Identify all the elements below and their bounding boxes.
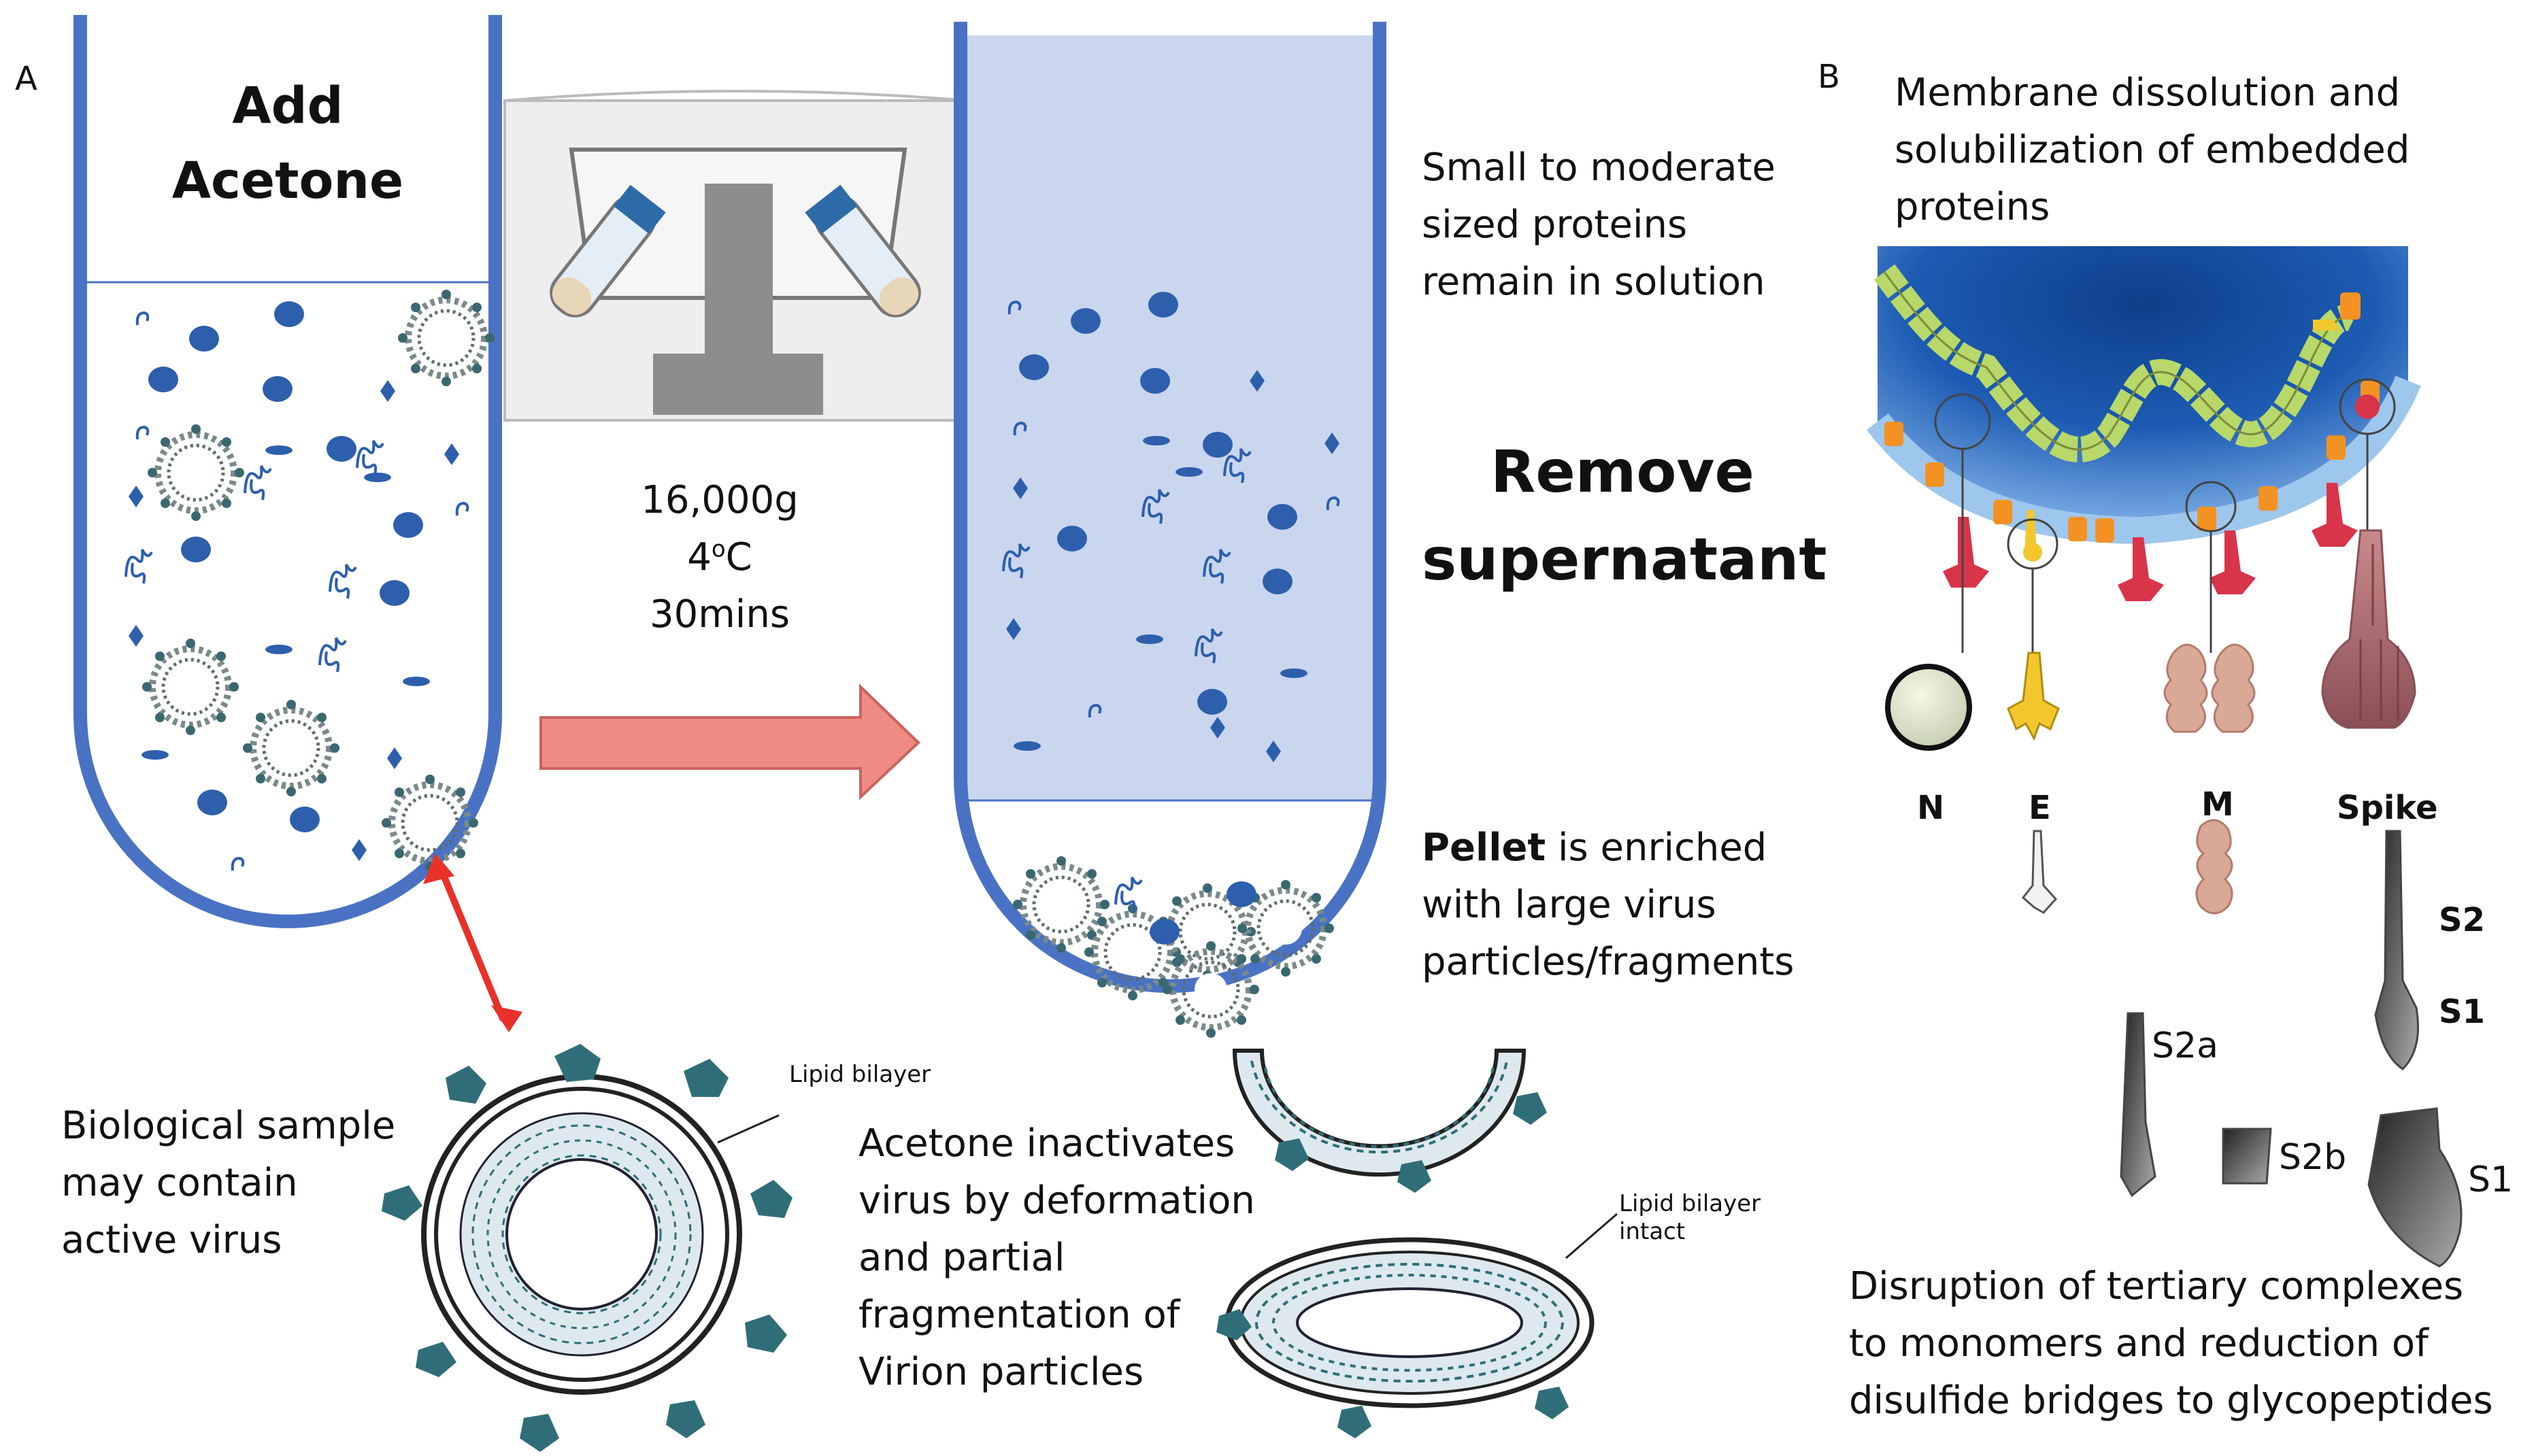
centrifuge-conditions: 16,000g 4oC 30mins — [573, 472, 867, 643]
pellet-bold-word: Pellet — [1422, 826, 1546, 870]
disruption-line: to monomers and reduction of — [1849, 1321, 2429, 1366]
bio-sample-line: active virus — [61, 1218, 282, 1262]
virion-intact — [382, 1044, 793, 1452]
acetone-line: and partial — [858, 1236, 1065, 1280]
bio-sample-text: Biological sample may contain active vir… — [61, 1098, 395, 1269]
left-tube — [73, 15, 502, 996]
acetone-inactivates-text: Acetone inactivates virus by deformation… — [858, 1115, 1255, 1401]
membrane-line: Membrane dissolution and — [1895, 71, 2401, 115]
add-acetone-title: Add Acetone — [80, 69, 495, 218]
panel-a-letter: A — [15, 60, 37, 98]
panel-b-letter: B — [1818, 58, 1840, 96]
membrane-line: proteins — [1895, 185, 2050, 229]
disruption-line: disulfide bridges to glycopeptides — [1849, 1378, 2493, 1423]
label-e: E — [2029, 789, 2051, 827]
process-arrow — [539, 683, 920, 800]
protein-n-icon — [1885, 664, 1972, 751]
add-acetone-line2: Acetone — [171, 151, 404, 210]
small-proteins-line: sized proteins — [1422, 203, 1688, 247]
remove-line2: supernatant — [1422, 526, 1827, 594]
pellet-line3: particles/fragments — [1422, 940, 1795, 984]
small-proteins-line: remain in solution — [1422, 260, 1765, 304]
protein-m-icon — [2163, 643, 2256, 733]
s2b-fragment-icon — [2222, 1128, 2272, 1185]
pellet-line1: Pellet is enriched — [1422, 826, 1767, 870]
centrifuge-speed: 16,000g — [641, 478, 799, 522]
s2a-fragment-icon — [2120, 1012, 2156, 1198]
lipid-bilayer-intact-label: Lipid bilayer intact — [1619, 1190, 1761, 1246]
e-monomer-icon — [2021, 830, 2058, 914]
centrifuge-temp: 4oC — [687, 535, 752, 579]
label-spike: Spike — [2337, 789, 2438, 827]
acetone-line: virus by deformation — [858, 1179, 1255, 1223]
pellet-text: Pellet is enriched with large virus part… — [1422, 819, 1794, 991]
remove-supernatant-title: Remove supernatant — [1422, 428, 1827, 604]
bio-sample-line: may contain — [61, 1161, 298, 1205]
acetone-line: fragmentation of — [858, 1293, 1180, 1337]
small-proteins-text: Small to moderate sized proteins remain … — [1422, 139, 1776, 311]
label-s2b: S2b — [2279, 1137, 2347, 1178]
remove-line1: Remove — [1490, 438, 1754, 506]
label-s2a: S2a — [2152, 1026, 2218, 1066]
disruption-text: Disruption of tertiary complexes to mono… — [1849, 1258, 2493, 1429]
pellet-line2: with large virus — [1422, 883, 1716, 927]
s1-fragment-icon — [2367, 1107, 2463, 1268]
virion-fragment-top — [1232, 1049, 1547, 1193]
label-n: N — [1917, 789, 1945, 827]
right-tube — [954, 22, 1386, 993]
protein-spike-icon — [2321, 529, 2416, 729]
acetone-line: Acetone inactivates — [858, 1121, 1235, 1166]
lipid-intact-line: Lipid bilayer — [1619, 1190, 1761, 1217]
centrifuge-image — [503, 90, 970, 422]
lipid-bilayer-label: Lipid bilayer — [789, 1061, 931, 1088]
spike-monomer-icon — [2374, 830, 2419, 1070]
label-s1: S1 — [2439, 993, 2485, 1031]
virion-fragment-ellipse — [1216, 1213, 1618, 1438]
bio-sample-line: Biological sample — [61, 1104, 396, 1148]
disruption-line: Disruption of tertiary complexes — [1849, 1264, 2464, 1308]
acetone-line: Virion particles — [858, 1350, 1144, 1394]
add-acetone-line1: Add — [232, 77, 344, 135]
membrane-dissolution-text: Membrane dissolution and solubilization … — [1895, 65, 2410, 236]
protein-e-icon — [2007, 651, 2060, 741]
lipid-intact-line: intact — [1619, 1217, 1686, 1245]
centrifuge-time: 30mins — [649, 592, 790, 637]
label-s2: S2 — [2439, 901, 2485, 939]
virion-cross-section — [1867, 246, 2421, 653]
m-monomer-icon — [2195, 819, 2233, 915]
label-m: M — [2201, 785, 2234, 824]
membrane-line: solubilization of embedded — [1895, 128, 2410, 172]
small-proteins-line: Small to moderate — [1422, 146, 1776, 190]
label-s1-fragment: S1 — [2468, 1159, 2514, 1200]
double-arrow — [423, 853, 522, 1032]
